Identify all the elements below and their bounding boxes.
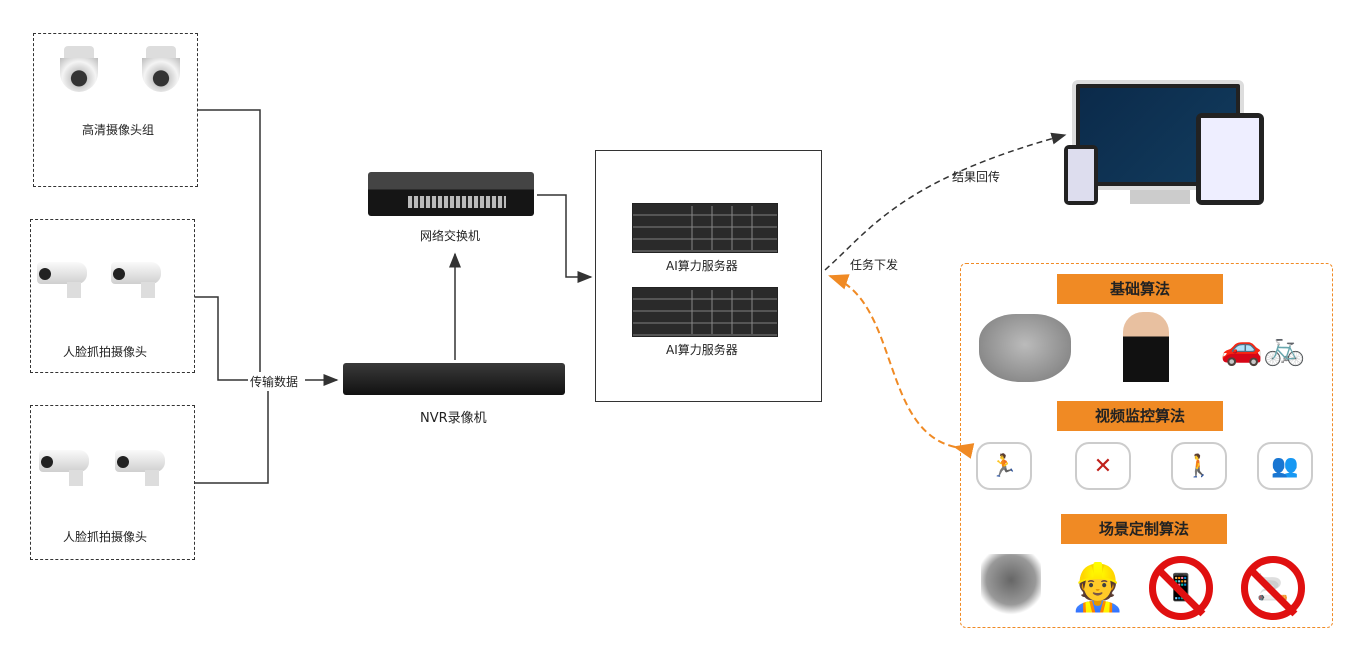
dome-camera-icon xyxy=(60,46,98,92)
video-algorithm-title: 视频监控算法 xyxy=(1057,401,1223,431)
camera-group-hd: 高清摄像头组 xyxy=(33,33,198,187)
crowd-icon: 👥 xyxy=(1257,442,1313,490)
nvr-label: NVR录像机 xyxy=(420,411,487,426)
bullet-camera-icon xyxy=(39,446,95,486)
body-recognition-icon xyxy=(1123,312,1169,382)
task-dispatch-label: 任务下发 xyxy=(850,258,899,272)
camera-group-label: 人脸抓拍摄像头 xyxy=(63,345,148,359)
result-return-label: 结果回传 xyxy=(952,170,1001,184)
server-label: AI算力服务器 xyxy=(666,343,738,357)
bullet-camera-icon xyxy=(111,258,167,298)
bullet-camera-icon xyxy=(37,258,93,298)
transfer-data-label: 传输数据 xyxy=(250,373,299,390)
phone-icon xyxy=(1064,145,1098,205)
bullet-camera-icon xyxy=(115,446,171,486)
vehicle-person-icon: 🚗🚲 xyxy=(1220,328,1306,368)
intrusion-icon: 🏃 xyxy=(976,442,1032,490)
no-phone-icon: 📱 xyxy=(1149,556,1213,620)
camera-group-label: 人脸抓拍摄像头 xyxy=(63,530,148,544)
scene-algorithm-title: 场景定制算法 xyxy=(1061,514,1227,544)
no-smoking-icon: 🚬 xyxy=(1241,556,1305,620)
server-label: AI算力服务器 xyxy=(666,259,738,273)
algorithm-panel: 基础算法 🚗🚲 视频监控算法 🏃 ✕ 🚶 👥 场景定制算法 👷 📱 🚬 xyxy=(960,263,1333,628)
camera-group-face-1: 人脸抓拍摄像头 xyxy=(30,219,195,373)
basic-algorithm-title: 基础算法 xyxy=(1057,274,1223,304)
face-recognition-icon xyxy=(979,314,1071,382)
network-switch-icon xyxy=(368,172,534,216)
server-icon xyxy=(632,203,778,253)
smoke-fire-icon xyxy=(981,554,1041,619)
camera-group-face-2: 人脸抓拍摄像头 xyxy=(30,405,195,560)
no-running-icon: ✕ xyxy=(1075,442,1131,490)
tablet-icon xyxy=(1196,113,1264,205)
camera-group-label: 高清摄像头组 xyxy=(82,123,155,137)
littering-icon: 🚶 xyxy=(1171,442,1227,490)
nvr-recorder-icon xyxy=(343,363,565,395)
helmet-worker-icon: 👷 xyxy=(1069,559,1127,614)
switch-label: 网络交换机 xyxy=(420,229,481,243)
ai-server-box: AI算力服务器 AI算力服务器 xyxy=(595,150,822,402)
monitor-stand xyxy=(1130,190,1190,204)
server-icon xyxy=(632,287,778,337)
dome-camera-icon xyxy=(142,46,180,92)
